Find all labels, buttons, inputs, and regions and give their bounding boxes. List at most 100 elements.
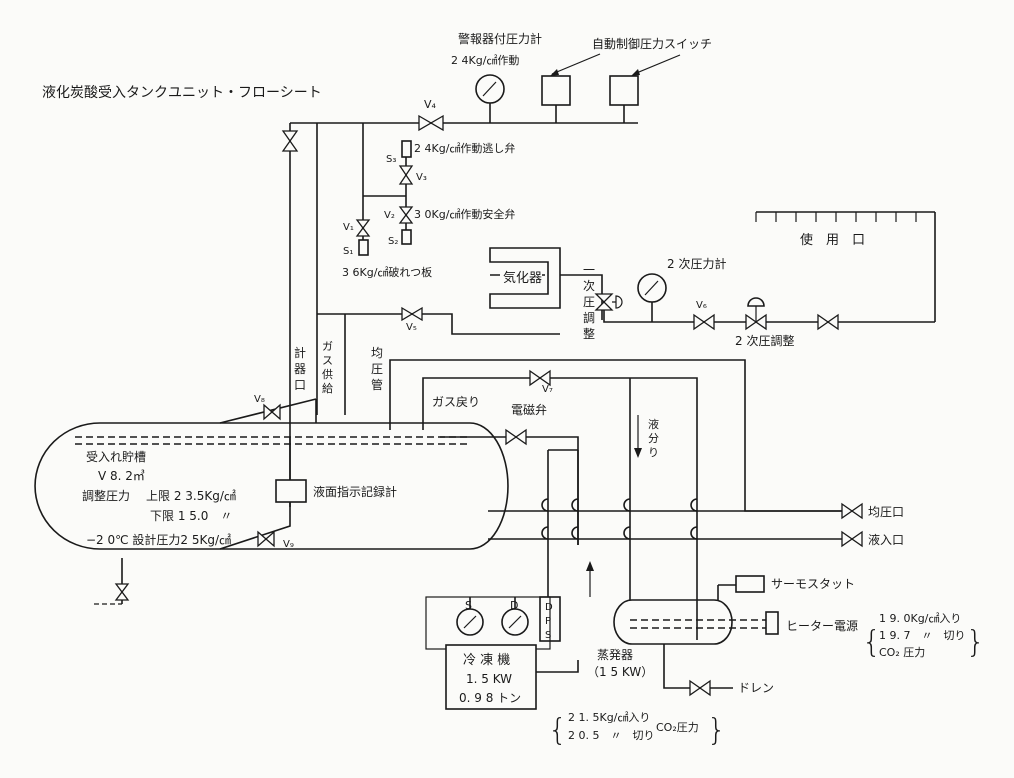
safety-valve-label: 3 0Kg/㎠作動安全弁: [414, 207, 515, 221]
switch-arrowhead-1: [550, 69, 559, 76]
dps-label: D P S: [545, 602, 553, 641]
evaporator-vessel: [613, 599, 733, 645]
relief-valve-label: 2 4Kg/㎠作動逃し弁: [414, 141, 515, 155]
svg-text:供: 供: [322, 367, 333, 381]
svg-text:整: 整: [583, 326, 595, 341]
equalize-port-label: 均圧口: [868, 505, 904, 519]
valve-liquid-inlet: [841, 530, 863, 548]
level-recorder: [275, 479, 307, 503]
svg-text:P: P: [545, 616, 551, 627]
svg-text:{: {: [862, 625, 881, 660]
svg-text:口: 口: [294, 378, 306, 392]
valve-drain: [689, 679, 711, 697]
heater-label: ヒーター電源: [786, 619, 858, 633]
drain-pipe: [663, 644, 733, 689]
valve-v3-label: V₃: [416, 172, 427, 183]
evaporator-power: （1 5 KW）: [587, 665, 653, 679]
vaporizer-label: 気化器: [503, 270, 542, 286]
valve-v8: [263, 403, 281, 421]
pipe-crossovers: [541, 498, 698, 540]
equalizer-label: 均 圧 管: [371, 346, 383, 392]
alarm-gauge-note: 2 4Kg/㎠作動: [451, 53, 519, 67]
refrigerator-setpoint-on: 2 1. 5Kg/㎠入り: [568, 711, 650, 724]
solenoid-valve: [505, 428, 527, 446]
tank-upper-limit: 上限 2 3.5Kg/㎠: [146, 489, 236, 503]
valve-v6-label: V₆: [696, 300, 707, 311]
valve-v5-label: V₅: [406, 322, 417, 333]
gas-supply-label: ガ ス 供 給: [322, 340, 333, 395]
secondary-regulator-label: 2 次圧調整: [735, 333, 794, 348]
switch-arrow-2: [633, 54, 681, 75]
svg-text:一: 一: [583, 263, 595, 277]
pressure-switch-2: [609, 75, 639, 106]
gauge-d-label: D: [510, 599, 518, 612]
level-recorder-label: 液面指示記録計: [313, 484, 397, 499]
tank-volume: V 8. 2㎥: [98, 469, 145, 483]
refrigerator-name: 冷 凍 機: [463, 652, 510, 668]
svg-text:器: 器: [294, 362, 306, 376]
drain-label: ドレン: [738, 681, 774, 695]
refrigerator-power: 1. 5 KW: [466, 672, 512, 686]
primary-regulator-valve: [594, 293, 623, 311]
secondary-regulator-valve: [745, 297, 767, 331]
refrigerator-unit: [445, 644, 537, 710]
svg-text:液: 液: [648, 417, 659, 431]
svg-text:分: 分: [648, 432, 659, 445]
svg-text:ス: ス: [322, 354, 333, 367]
valve-equalize-port: [841, 502, 863, 520]
valve-v2-label: V₂: [384, 210, 395, 221]
svg-text:圧: 圧: [371, 362, 383, 376]
valve-v9-label: V₉: [283, 539, 294, 550]
svg-text:D: D: [545, 602, 553, 613]
evaporator-co2-label: CO₂ 圧力: [879, 646, 925, 659]
refrigerator-capacity: 0. 9 8 トン: [459, 691, 521, 705]
valve-v4: [418, 114, 444, 132]
gas-return-pipe: [422, 377, 698, 640]
svg-text:調: 調: [583, 311, 595, 325]
svg-text:次: 次: [583, 279, 595, 293]
svg-text:り: り: [648, 446, 659, 459]
tank-design-pressure: −2 0℃ 設計圧力2 5Kg/㎠: [86, 532, 231, 547]
liquid-split-label: 液 分 り: [648, 417, 659, 459]
meter-port-label: 計 器 口: [294, 345, 306, 392]
thermostat: [735, 575, 765, 593]
relief-device-s3: [401, 140, 412, 158]
equalizer-pipe: [389, 359, 846, 512]
heater-terminal: [765, 611, 779, 635]
primary-regulator-label: 一 次 圧 調 整: [583, 263, 595, 341]
receiving-tank: [34, 422, 509, 550]
svg-text:均: 均: [371, 346, 383, 360]
liquid-inlet-label: 液入口: [868, 532, 904, 547]
valve-v2: [398, 206, 414, 224]
evaporator-name: 蒸発器: [597, 648, 633, 662]
valve-v6: [693, 313, 715, 331]
gauge-s-label: S: [465, 599, 472, 612]
svg-text:}: }: [707, 713, 726, 748]
tank-name: 受入れ貯槽: [86, 450, 146, 464]
svg-text:圧: 圧: [583, 295, 595, 309]
secondary-pipe: [603, 310, 935, 323]
svg-text:管: 管: [371, 377, 383, 392]
refrigerator-co2-label: CO₂圧力: [656, 721, 699, 734]
tank-lower-limit: 下限 1 5.0 〃: [150, 509, 232, 523]
solenoid-label: 電磁弁: [511, 402, 547, 417]
auto-switch-label: 自動制御圧力スイッチ: [592, 36, 712, 51]
gas-return-label: ガス戻り: [432, 395, 480, 409]
liquid-flow-arrow: [634, 448, 642, 458]
refrigerator-setpoint-off: 2 0. 5 〃 切り: [568, 729, 655, 742]
valve-v7: [529, 369, 551, 387]
s1-label: S₁: [343, 246, 353, 257]
valve-tank-drain: [114, 583, 130, 601]
s2-label: S₂: [388, 236, 398, 247]
alarm-gauge-label: 警報器付圧力計: [458, 31, 542, 46]
s3-label: S₃: [386, 154, 396, 165]
secondary-gauge-label: 2 次圧力計: [667, 256, 726, 271]
svg-text:計: 計: [294, 345, 306, 360]
valve-v9: [257, 530, 275, 548]
valve-v4-label: V₄: [424, 98, 437, 111]
svg-text:{: {: [548, 713, 567, 748]
solenoid-pipe: [440, 436, 579, 545]
valve-outlet: [817, 313, 839, 331]
valve-v8-label: V₈: [254, 394, 265, 405]
